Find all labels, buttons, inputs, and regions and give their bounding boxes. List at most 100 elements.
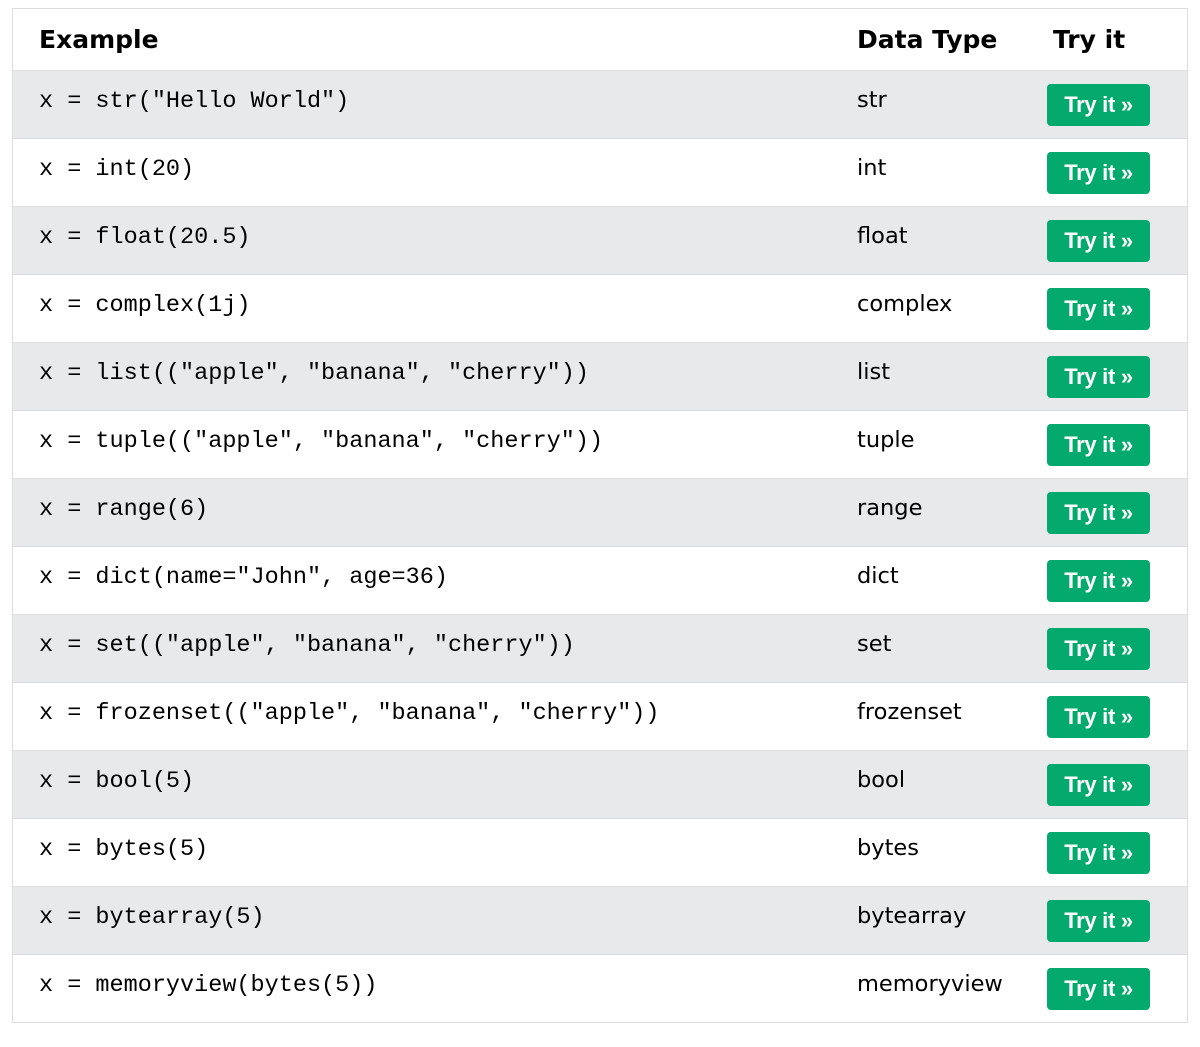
example-cell: x = list(("apple", "banana", "cherry")) [13, 342, 844, 411]
try-it-button[interactable]: Try it » [1047, 695, 1150, 738]
data-type-cell: bytearray [844, 886, 1046, 955]
data-types-table-container: Example Data Type Try it x = str("Hello … [12, 8, 1188, 1023]
example-cell: x = set(("apple", "banana", "cherry")) [13, 614, 844, 683]
example-cell: x = frozenset(("apple", "banana", "cherr… [13, 682, 844, 751]
example-cell: x = float(20.5) [13, 206, 844, 275]
try-it-button[interactable]: Try it » [1047, 219, 1150, 262]
example-cell: x = complex(1j) [13, 274, 844, 343]
data-type-label: bytes [857, 834, 919, 861]
data-type-cell: frozenset [844, 682, 1046, 751]
example-cell: x = int(20) [13, 138, 844, 207]
try-it-cell: Try it » [1046, 410, 1187, 479]
try-it-button[interactable]: Try it » [1047, 831, 1150, 874]
table-row: x = range(6) range Try it » [13, 478, 1187, 547]
try-it-button[interactable]: Try it » [1047, 83, 1150, 126]
table-row: x = complex(1j) complex Try it » [13, 274, 1187, 343]
table-row: x = memoryview(bytes(5)) memoryview Try it… [13, 954, 1187, 1022]
try-it-cell: Try it » [1046, 954, 1187, 1022]
data-type-cell: bytes [844, 818, 1046, 887]
data-type-cell: memoryview [844, 954, 1046, 1022]
data-type-label: complex [857, 290, 953, 317]
try-it-cell: Try it » [1046, 750, 1187, 819]
data-type-label: bytearray [857, 902, 967, 929]
table-row: x = int(20) int Try it » [13, 138, 1187, 207]
data-type-cell: range [844, 478, 1046, 547]
data-type-label: set [857, 630, 892, 657]
try-it-cell: Try it » [1046, 138, 1187, 207]
example-code: x = list(("apple", "banana", "cherry")) [39, 360, 589, 387]
example-cell: x = dict(name="John", age=36) [13, 546, 844, 615]
example-code: x = memoryview(bytes(5)) [39, 972, 378, 999]
example-cell: x = memoryview(bytes(5)) [13, 954, 844, 1022]
data-type-label: frozenset [857, 698, 962, 725]
example-code: x = float(20.5) [39, 224, 251, 251]
table-row: x = tuple(("apple", "banana", "cherry"))… [13, 410, 1187, 479]
data-type-cell: set [844, 614, 1046, 683]
table-row: x = dict(name="John", age=36) dict Try it … [13, 546, 1187, 615]
data-type-label: tuple [857, 426, 915, 453]
example-code: x = frozenset(("apple", "banana", "cherr… [39, 700, 660, 727]
data-type-label: bool [857, 766, 906, 793]
table-row: x = frozenset(("apple", "banana", "cherr… [13, 682, 1187, 751]
data-type-cell: complex [844, 274, 1046, 343]
example-code: x = range(6) [39, 496, 209, 523]
table-row: x = bytes(5) bytes Try it » [13, 818, 1187, 887]
try-it-cell: Try it » [1046, 546, 1187, 615]
table-row: x = bool(5) bool Try it » [13, 750, 1187, 819]
example-code: x = bytes(5) [39, 836, 209, 863]
try-it-button[interactable]: Try it » [1047, 355, 1150, 398]
try-it-button[interactable]: Try it » [1047, 627, 1150, 670]
try-it-cell: Try it » [1046, 70, 1187, 139]
try-it-cell: Try it » [1046, 682, 1187, 751]
data-type-label: int [857, 154, 887, 181]
try-it-button[interactable]: Try it » [1047, 899, 1150, 942]
data-type-label: dict [857, 562, 899, 589]
try-it-button[interactable]: Try it » [1047, 763, 1150, 806]
data-type-cell: int [844, 138, 1046, 207]
data-type-label: str [857, 86, 887, 113]
table-row: x = bytearray(5) bytearray Try it » [13, 886, 1187, 955]
try-it-cell: Try it » [1046, 274, 1187, 343]
data-type-label: list [857, 358, 891, 385]
example-cell: x = tuple(("apple", "banana", "cherry")) [13, 410, 844, 479]
data-type-cell: list [844, 342, 1046, 411]
try-it-cell: Try it » [1046, 614, 1187, 683]
try-it-cell: Try it » [1046, 818, 1187, 887]
try-it-cell: Try it » [1046, 886, 1187, 955]
table-header-row: Example Data Type Try it [13, 9, 1187, 71]
try-it-button[interactable]: Try it » [1047, 559, 1150, 602]
data-type-cell: float [844, 206, 1046, 275]
try-it-button[interactable]: Try it » [1047, 423, 1150, 466]
example-code: x = bytearray(5) [39, 904, 265, 931]
example-code: x = bool(5) [39, 768, 195, 795]
example-code: x = dict(name="John", age=36) [39, 564, 448, 591]
try-it-button[interactable]: Try it » [1047, 287, 1150, 330]
data-type-label: range [857, 494, 923, 521]
table-row: x = float(20.5) float Try it » [13, 206, 1187, 275]
data-type-cell: tuple [844, 410, 1046, 479]
header-data-type: Data Type [844, 9, 1046, 71]
example-code: x = int(20) [39, 156, 195, 183]
example-cell: x = bytes(5) [13, 818, 844, 887]
example-cell: x = str("Hello World") [13, 70, 844, 139]
data-type-label: float [857, 222, 908, 249]
try-it-button[interactable]: Try it » [1047, 967, 1150, 1010]
try-it-button[interactable]: Try it » [1047, 151, 1150, 194]
example-code: x = tuple(("apple", "banana", "cherry")) [39, 428, 604, 455]
example-code: x = complex(1j) [39, 292, 251, 319]
data-types-table: Example Data Type Try it x = str("Hello … [13, 9, 1187, 1022]
try-it-button[interactable]: Try it » [1047, 491, 1150, 534]
header-example: Example [13, 9, 844, 71]
data-type-label: memoryview [857, 970, 1003, 997]
header-try-it: Try it [1046, 9, 1187, 71]
try-it-cell: Try it » [1046, 342, 1187, 411]
data-type-cell: bool [844, 750, 1046, 819]
table-row: x = str("Hello World") str Try it » [13, 70, 1187, 139]
example-code: x = set(("apple", "banana", "cherry")) [39, 632, 575, 659]
data-type-cell: dict [844, 546, 1046, 615]
try-it-cell: Try it » [1046, 206, 1187, 275]
table-row: x = set(("apple", "banana", "cherry")) se… [13, 614, 1187, 683]
example-code: x = str("Hello World") [39, 88, 350, 115]
table-row: x = list(("apple", "banana", "cherry")) l… [13, 342, 1187, 411]
